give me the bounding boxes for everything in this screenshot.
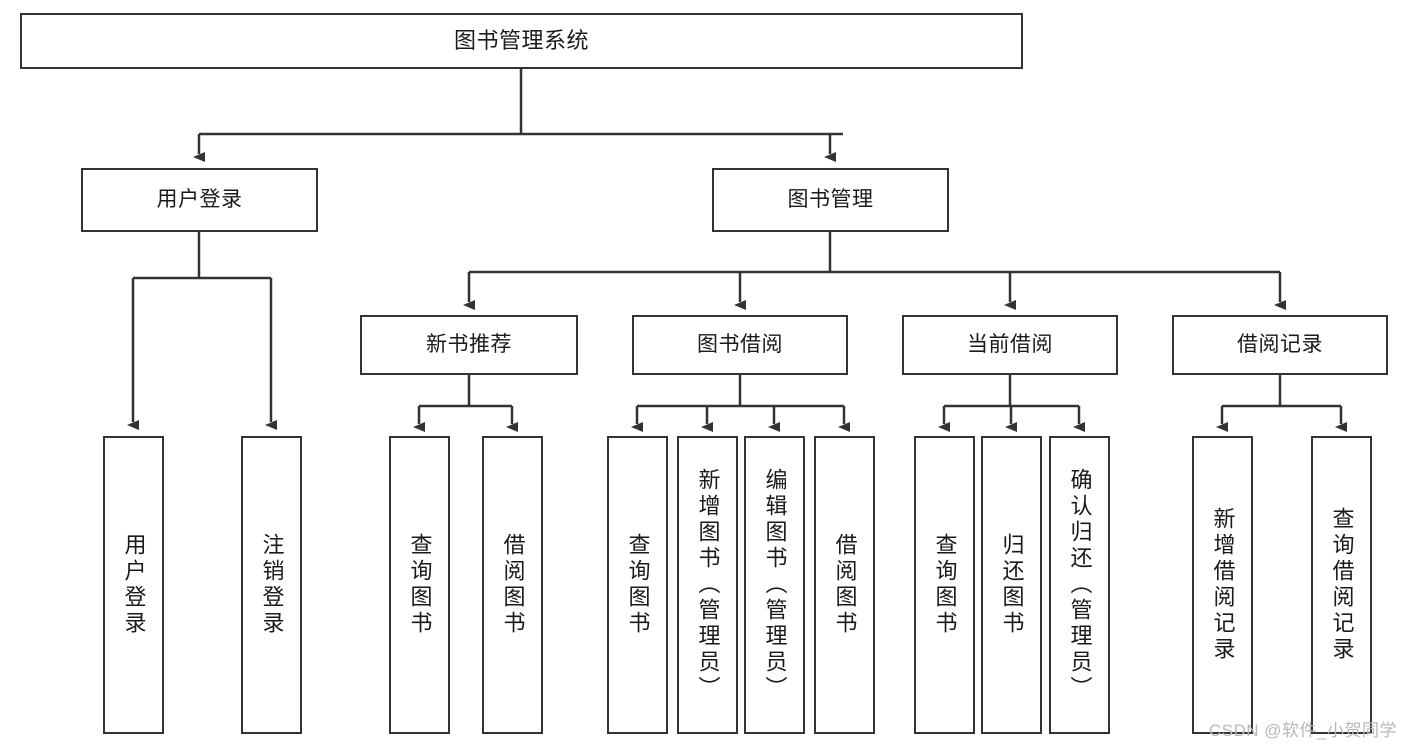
node-leaf-query-borrow-record-label: 查询借阅记录 [1329,507,1355,663]
node-book-borrow[interactable]: 图书借阅 [632,315,848,375]
node-leaf-logout-login-label: 注销登录 [259,533,285,637]
node-leaf-user-login[interactable]: 用户登录 [103,436,164,734]
node-leaf-borrow-book-2[interactable]: 借阅图书 [814,436,875,734]
node-leaf-user-login-label: 用户登录 [121,533,147,637]
node-leaf-add-book-admin[interactable]: 新增图书（管理员） [677,436,738,734]
node-root-label: 图书管理系统 [453,28,589,54]
node-leaf-edit-book-admin-label: 编辑图书（管理员） [762,468,788,702]
node-root[interactable]: 图书管理系统 [20,13,1023,69]
node-new-book-recommendation[interactable]: 新书推荐 [360,315,578,375]
node-leaf-query-book-1-label: 查询图书 [407,533,433,637]
node-new-book-recommendation-label: 新书推荐 [426,332,512,356]
node-leaf-query-book-2-label: 查询图书 [625,533,651,637]
node-leaf-query-book-2[interactable]: 查询图书 [607,436,668,734]
node-leaf-add-borrow-record-label: 新增借阅记录 [1210,507,1236,663]
node-leaf-query-borrow-record[interactable]: 查询借阅记录 [1311,436,1372,734]
node-borrow-record-label: 借阅记录 [1237,332,1323,356]
node-user-login[interactable]: 用户登录 [81,168,318,232]
csdn-watermark: CSDN @软件_小贺同学 [1208,721,1397,740]
node-leaf-add-borrow-record[interactable]: 新增借阅记录 [1192,436,1253,734]
node-leaf-borrow-book-2-label: 借阅图书 [832,533,858,637]
node-current-borrow[interactable]: 当前借阅 [902,315,1118,375]
node-leaf-borrow-book-1-label: 借阅图书 [500,533,526,637]
node-book-borrow-label: 图书借阅 [697,332,783,356]
node-book-manage[interactable]: 图书管理 [712,168,949,232]
node-book-manage-label: 图书管理 [787,187,874,211]
node-leaf-add-book-admin-label: 新增图书（管理员） [695,468,721,702]
node-user-login-label: 用户登录 [156,187,243,211]
node-current-borrow-label: 当前借阅 [967,332,1053,356]
node-leaf-query-book-1[interactable]: 查询图书 [389,436,450,734]
node-leaf-logout-login[interactable]: 注销登录 [241,436,302,734]
node-leaf-edit-book-admin[interactable]: 编辑图书（管理员） [744,436,805,734]
node-leaf-confirm-return-admin-label: 确认归还（管理员） [1067,468,1093,702]
node-leaf-query-book-3[interactable]: 查询图书 [914,436,975,734]
node-leaf-return-book-label: 归还图书 [999,533,1025,637]
node-leaf-return-book[interactable]: 归还图书 [981,436,1042,734]
node-borrow-record[interactable]: 借阅记录 [1172,315,1388,375]
node-leaf-confirm-return-admin[interactable]: 确认归还（管理员） [1049,436,1110,734]
node-leaf-borrow-book-1[interactable]: 借阅图书 [482,436,543,734]
node-leaf-query-book-3-label: 查询图书 [932,533,958,637]
